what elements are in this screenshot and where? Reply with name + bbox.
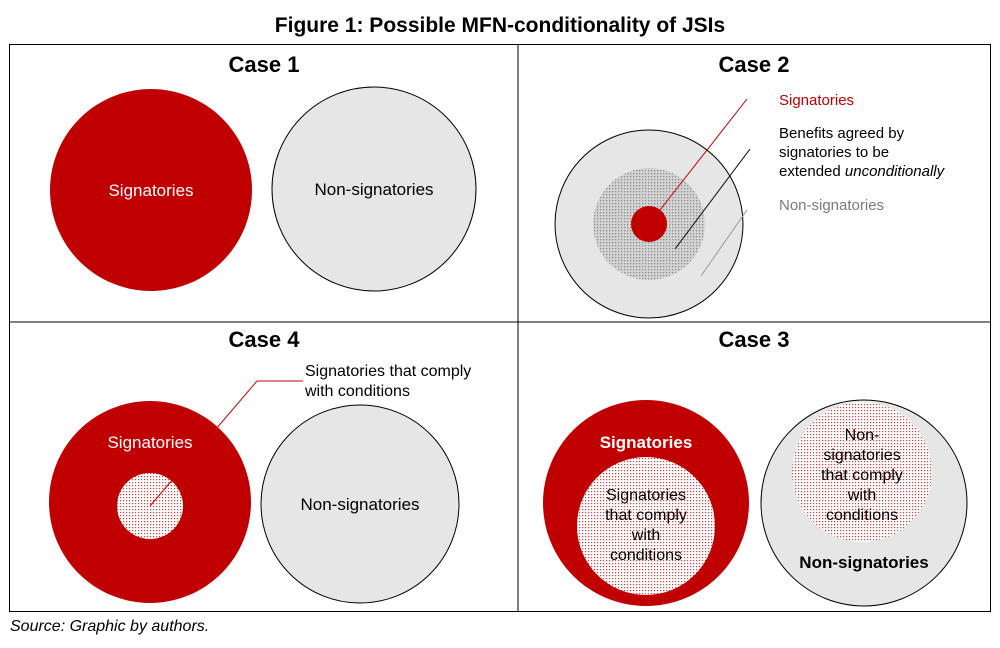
case4-callout-line2: with conditions xyxy=(304,383,410,400)
case3-signatories-comply-circle xyxy=(577,457,715,595)
case2-signatories-label: Signatories xyxy=(779,92,854,109)
case1-non-signatories-label: Non-signatories xyxy=(314,180,433,199)
case4-callout-leader xyxy=(149,380,303,507)
case2-title: Case 2 xyxy=(719,52,790,77)
source-note: Source: Graphic by authors. xyxy=(10,618,210,635)
case2-benefits-leader xyxy=(674,148,751,250)
case2-non-signatories-label: Non-signatories xyxy=(779,197,884,214)
case1-non-signatories-circle xyxy=(271,86,477,292)
case1-signatories-circle xyxy=(50,89,252,291)
case3-non-signatories-label: Non-signatories xyxy=(799,553,928,572)
case2-panel: Case 2 Signatories Benefits agreed by si… xyxy=(554,52,946,319)
figure-title: Figure 1: Possible MFN-conditionality of… xyxy=(274,14,726,37)
case4-signatories-label: Signatories xyxy=(107,433,192,452)
case3-inner-sig-line3: with xyxy=(631,527,660,544)
case2-signatories-leader xyxy=(648,98,748,225)
case3-signatories-label: Signatories xyxy=(600,433,693,452)
case4-callout-line1: Signatories that comply xyxy=(305,363,471,380)
case3-panel: Case 3 Signatories Signatories that comp… xyxy=(543,327,968,607)
case2-benefits-line1: Benefits agreed by xyxy=(779,125,905,142)
case1-title: Case 1 xyxy=(229,52,300,77)
case2-benefits-line3: extended unconditionally xyxy=(779,163,946,180)
case1-panel: Case 1 Signatories Non-signatories xyxy=(50,52,477,292)
case3-non-signatories-comply-circle xyxy=(792,402,932,542)
case3-inner-sig-line1: Signatories xyxy=(606,487,686,504)
case1-signatories-label: Signatories xyxy=(108,181,193,200)
case3-inner-non-line3: that comply xyxy=(821,467,903,484)
case4-panel: Case 4 Signatories that comply with cond… xyxy=(49,327,471,604)
case4-non-signatories-circle xyxy=(260,404,460,604)
case2-benefits-line3-pre: extended xyxy=(779,163,845,180)
case2-non-signatories-leader xyxy=(700,209,748,277)
case3-inner-sig-line2: that comply xyxy=(605,507,687,524)
diagram-grid: Case 1 Signatories Non-signatories Case … xyxy=(9,44,991,612)
case2-benefits-line3-em: unconditionally xyxy=(845,163,946,180)
case3-inner-non-line4: with xyxy=(847,487,876,504)
case3-title: Case 3 xyxy=(719,327,790,352)
case4-non-signatories-label: Non-signatories xyxy=(300,495,419,514)
case3-inner-non-line1: Non- xyxy=(845,427,880,444)
case3-inner-sig-line4: conditions xyxy=(610,547,682,564)
case4-title: Case 4 xyxy=(229,327,301,352)
case3-inner-non-line2: signatories xyxy=(823,447,900,464)
case2-benefits-line2: signatories to be xyxy=(779,144,889,161)
case3-inner-non-line5: conditions xyxy=(826,507,898,524)
